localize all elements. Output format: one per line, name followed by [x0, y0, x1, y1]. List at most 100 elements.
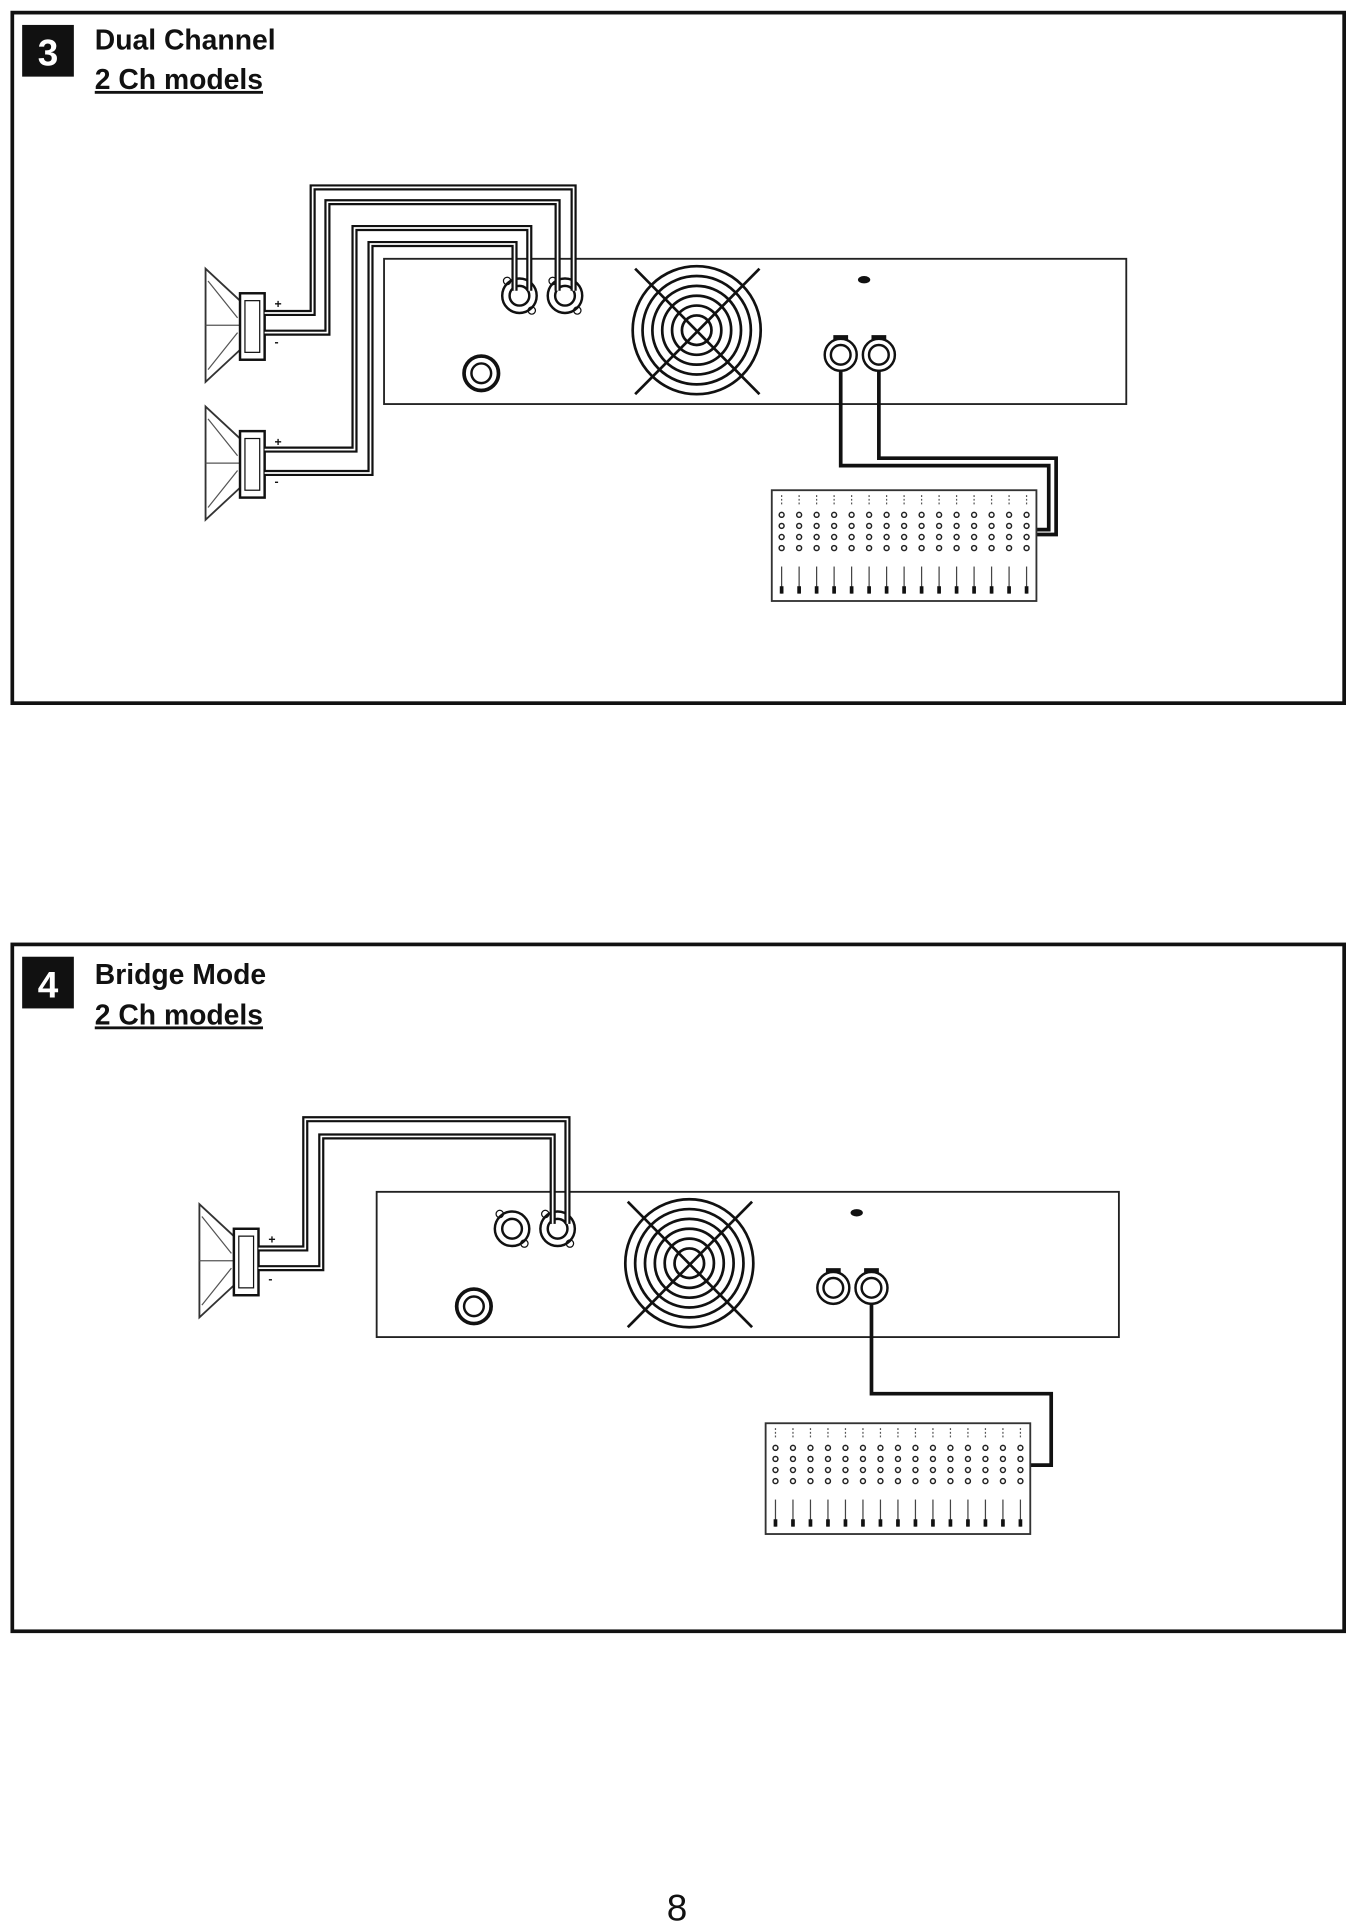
mixer-knob: [935, 522, 943, 530]
mixer-channel-strip: [947, 1428, 954, 1527]
mixer-fader: [826, 1519, 830, 1527]
mixer-knob: [900, 544, 908, 552]
mixer-fader: [779, 586, 784, 594]
mixer-knob: [795, 511, 803, 519]
mixer-knob: [953, 522, 960, 530]
mixer-knob: [1023, 511, 1030, 519]
mixer-knob: [1017, 1466, 1024, 1474]
mixer-knob: [918, 522, 925, 530]
section-frame: [10, 10, 1346, 706]
mixer-fader: [983, 1519, 988, 1527]
mixer-channel-strip: [830, 495, 838, 594]
mixer-knob: [772, 1455, 779, 1463]
mixer-knob: [988, 522, 995, 530]
mixer-fader: [931, 1519, 935, 1527]
mixer-fader: [948, 1519, 953, 1527]
mixer-knob: [929, 1466, 937, 1474]
mixer-knob: [830, 544, 838, 552]
mixer-channel-strip: [964, 1428, 972, 1527]
mixer-knob: [883, 522, 890, 530]
mixer-knob: [1023, 544, 1030, 552]
mixer-knob: [929, 1477, 937, 1485]
mixer-knob: [912, 1466, 919, 1474]
mixer-channel-strip: [970, 495, 978, 594]
mixer-knob: [1017, 1444, 1024, 1452]
mixer-knob: [900, 533, 908, 541]
mixer-knob: [982, 1455, 989, 1463]
mixer-fader: [861, 1519, 865, 1527]
mixer-knob: [894, 1477, 902, 1485]
mixer-knob: [795, 522, 803, 530]
mixer-knob: [982, 1444, 989, 1452]
mixer-channel-strip: [935, 495, 943, 594]
mixer-knob: [970, 511, 978, 519]
section-number: 3: [38, 33, 59, 74]
mixer-knob: [865, 533, 873, 541]
mixer-fader: [919, 586, 924, 594]
mixer-knob: [918, 533, 925, 541]
mixer-knob: [877, 1477, 884, 1485]
mixer-knob: [970, 533, 978, 541]
amplifier-rear-panel: [374, 1189, 1121, 1339]
mixer-knob: [912, 1444, 919, 1452]
section-frame: [10, 942, 1346, 1634]
mixer-knob: [900, 522, 908, 530]
mixer-fader: [814, 586, 819, 594]
mixer-knob: [894, 1455, 902, 1463]
terminal-minus-label: -: [268, 1272, 272, 1286]
mixer-fader: [791, 1519, 795, 1527]
mixer-knob: [842, 1477, 849, 1485]
mixer-knob: [970, 544, 978, 552]
mixer-knob: [964, 1444, 972, 1452]
mixer-fader: [972, 586, 976, 594]
mixer-knob: [789, 1477, 797, 1485]
mixer-channel-strip: [824, 1428, 832, 1527]
mixer-knob: [999, 1444, 1007, 1452]
mixer-knob: [830, 522, 838, 530]
mixer-knob: [953, 544, 960, 552]
mixer-knob: [982, 1466, 989, 1474]
mixer-knob: [947, 1444, 954, 1452]
mixer-knob: [929, 1455, 937, 1463]
mixer-knob: [964, 1477, 972, 1485]
mixer-fader: [867, 586, 871, 594]
section-number-badge: [22, 24, 74, 77]
terminal-plus-label: +: [274, 297, 281, 311]
mixer-knob: [859, 1455, 867, 1463]
mixer-channel-strip: [1023, 495, 1030, 594]
mixer-knob: [778, 522, 785, 530]
mixer-knob: [807, 1444, 814, 1452]
mixer-channel-strip: [842, 1428, 849, 1527]
speaker: [198, 1202, 260, 1319]
mixer-knob: [912, 1477, 919, 1485]
diagram-bridge-mode: 4 Bridge Mode 2 Ch models + -: [10, 942, 1346, 1634]
mixer-fader: [966, 1519, 970, 1527]
mixer-fader: [954, 586, 959, 594]
mixer-channel-strip: [865, 495, 873, 594]
mixer-fader: [913, 1519, 918, 1527]
mixer-knob: [1023, 533, 1030, 541]
mixer-knob: [883, 544, 890, 552]
mixer-knob: [824, 1455, 832, 1463]
mixer-channel-strip: [877, 1428, 884, 1527]
input-cable: [869, 1302, 1054, 1467]
mixer-knob: [953, 533, 960, 541]
mixer-knob: [859, 1466, 867, 1474]
mixer-knob: [772, 1466, 779, 1474]
mixer-knob: [807, 1455, 814, 1463]
mixer-knob: [883, 511, 890, 519]
mixer-knob: [877, 1455, 884, 1463]
mixer-knob: [894, 1466, 902, 1474]
speaker-cables: [264, 184, 577, 477]
page-number: 8: [667, 1888, 688, 1927]
mixer-knob: [964, 1455, 972, 1463]
mixer-knob: [1005, 522, 1013, 530]
mixer-fader: [849, 586, 854, 594]
amplifier-rear-panel: [382, 256, 1129, 406]
mixer-knob: [883, 533, 890, 541]
mixer-knob: [824, 1477, 832, 1485]
mixer-knob: [999, 1477, 1007, 1485]
mixer-channel-strip: [795, 495, 803, 594]
mixer-knob: [1017, 1477, 1024, 1485]
mixer-channel-strip: [988, 495, 995, 594]
